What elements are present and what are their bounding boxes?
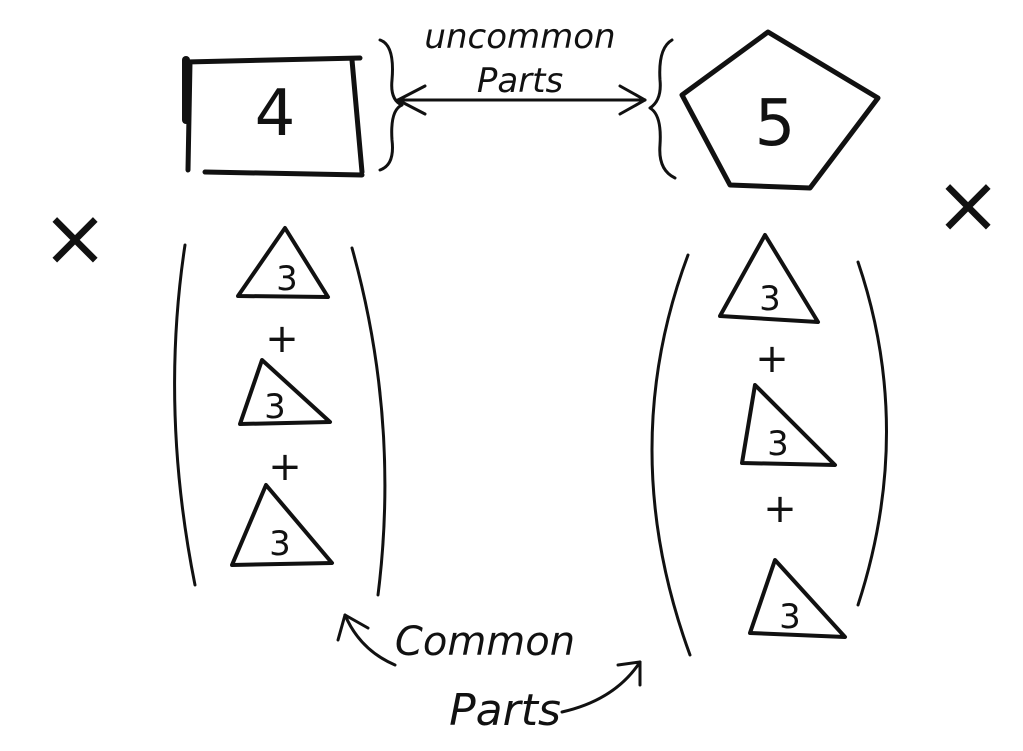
right-brace [648,38,677,180]
common-arrow-left [336,613,397,667]
left-plus-1: + [265,316,299,362]
square-four: 4 [182,55,365,178]
uncommon-parts-label: Parts [477,61,563,101]
right-triangle-2: 3 [740,383,837,467]
svg-text:3: 3 [276,259,298,299]
left-column-open-paren [173,243,197,587]
right-triangle-3: 3 [748,558,847,639]
square-label: 4 [255,77,296,151]
pentagon-five: 5 [679,29,881,191]
pentagon-label: 5 [755,87,796,161]
left-column-close-paren [350,246,387,597]
left-triangle-1: 3 [236,226,330,299]
svg-text:3: 3 [779,597,801,637]
uncommon-double-arrow [396,84,647,116]
svg-text:3: 3 [269,524,291,564]
uncommon-label: uncommon [424,17,615,57]
right-multiply-sign: × [934,158,1001,251]
left-triangle-2: 3 [238,358,332,427]
common-parts-label: Parts [449,685,561,736]
left-brace [378,38,404,172]
common-label: Common [395,619,575,665]
right-plus-1: + [755,336,789,382]
right-column-close-paren [856,260,888,607]
left-triangle-3: 3 [230,483,334,567]
left-multiply-sign: × [41,191,108,284]
left-plus-2: + [268,444,302,490]
svg-text:3: 3 [759,279,781,319]
svg-text:3: 3 [264,387,286,427]
right-plus-2: + [763,486,797,532]
right-column-open-paren [650,253,692,657]
right-triangle-1: 3 [718,233,820,324]
svg-text:3: 3 [767,424,789,464]
common-arrow-right [560,660,642,714]
